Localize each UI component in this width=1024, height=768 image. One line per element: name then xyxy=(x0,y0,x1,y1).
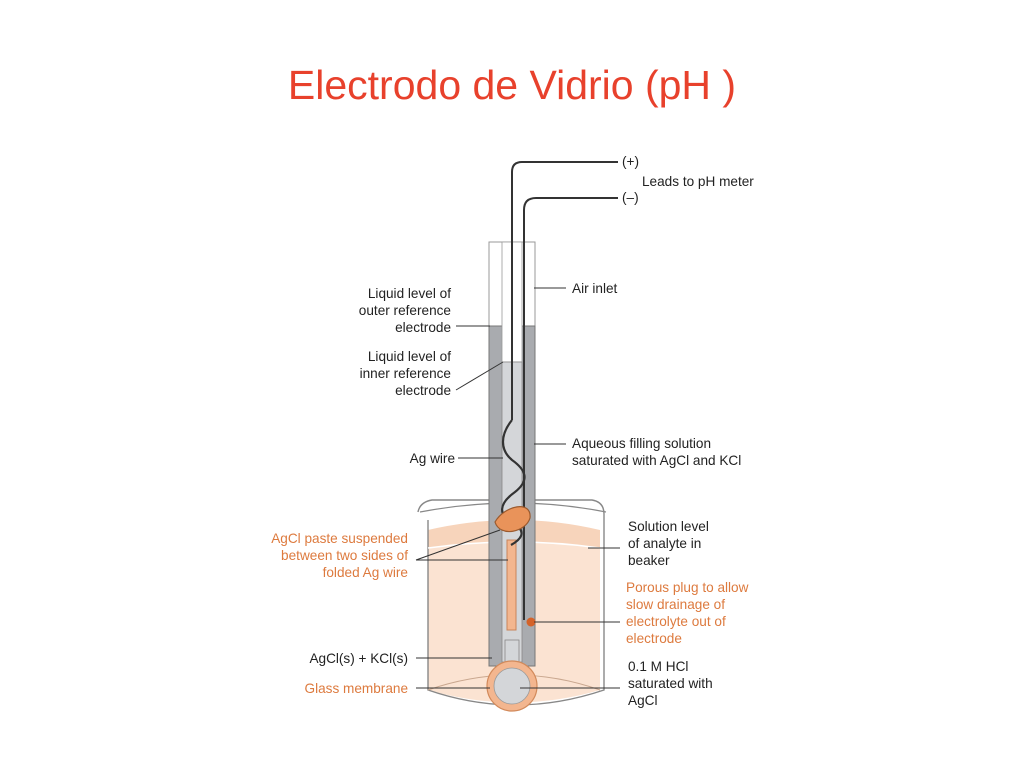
page-title: Electrodo de Vidrio (pH ) xyxy=(287,62,737,108)
label-agcl-paste-3: folded Ag wire xyxy=(323,565,408,580)
label-plus: (+) xyxy=(622,154,639,169)
label-solution-level-2: of analyte in xyxy=(628,536,701,551)
label-minus: (–) xyxy=(622,190,639,205)
label-aqueous-2: saturated with AgCl and KCl xyxy=(572,453,741,468)
label-agcl-paste-2: between two sides of xyxy=(281,548,408,563)
label-solution-level-1: Solution level xyxy=(628,519,709,534)
label-outer-level-3: electrode xyxy=(395,320,451,335)
lead-positive xyxy=(511,161,618,420)
glass-membrane-inner xyxy=(493,667,531,705)
beaker xyxy=(417,499,605,706)
lead-negative xyxy=(523,197,618,620)
label-leads: Leads to pH meter xyxy=(642,174,754,189)
agcl-paste-folded xyxy=(494,506,531,533)
porous-plug xyxy=(526,617,536,627)
label-inner-level-1: Liquid level of xyxy=(368,349,451,364)
label-air-inlet: Air inlet xyxy=(572,281,618,296)
label-inner-level-2: inner reference xyxy=(360,366,451,381)
label-porous-plug-2: slow drainage of xyxy=(626,597,725,612)
label-porous-plug-4: electrode xyxy=(626,631,682,646)
label-porous-plug-3: electrolyte out of xyxy=(626,614,726,629)
label-glass-membrane: Glass membrane xyxy=(305,681,409,696)
label-hcl-2: saturated with xyxy=(628,676,713,691)
label-hcl-1: 0.1 M HCl xyxy=(628,659,688,674)
agcl-rod xyxy=(506,539,517,631)
label-ag-wire: Ag wire xyxy=(410,451,455,466)
label-inner-level-3: electrode xyxy=(395,383,451,398)
ag-wire-spiral xyxy=(501,419,526,546)
label-solution-level-3: beaker xyxy=(628,553,670,568)
label-agcl-kcl: AgCl(s) + KCl(s) xyxy=(309,651,408,666)
label-outer-level-2: outer reference xyxy=(359,303,451,318)
label-hcl-3: AgCl xyxy=(628,693,657,708)
label-outer-level-1: Liquid level of xyxy=(368,286,451,301)
label-agcl-paste-1: AgCl paste suspended xyxy=(271,531,408,546)
label-aqueous-1: Aqueous filling solution xyxy=(572,436,711,451)
label-porous-plug-1: Porous plug to allow xyxy=(626,580,749,595)
